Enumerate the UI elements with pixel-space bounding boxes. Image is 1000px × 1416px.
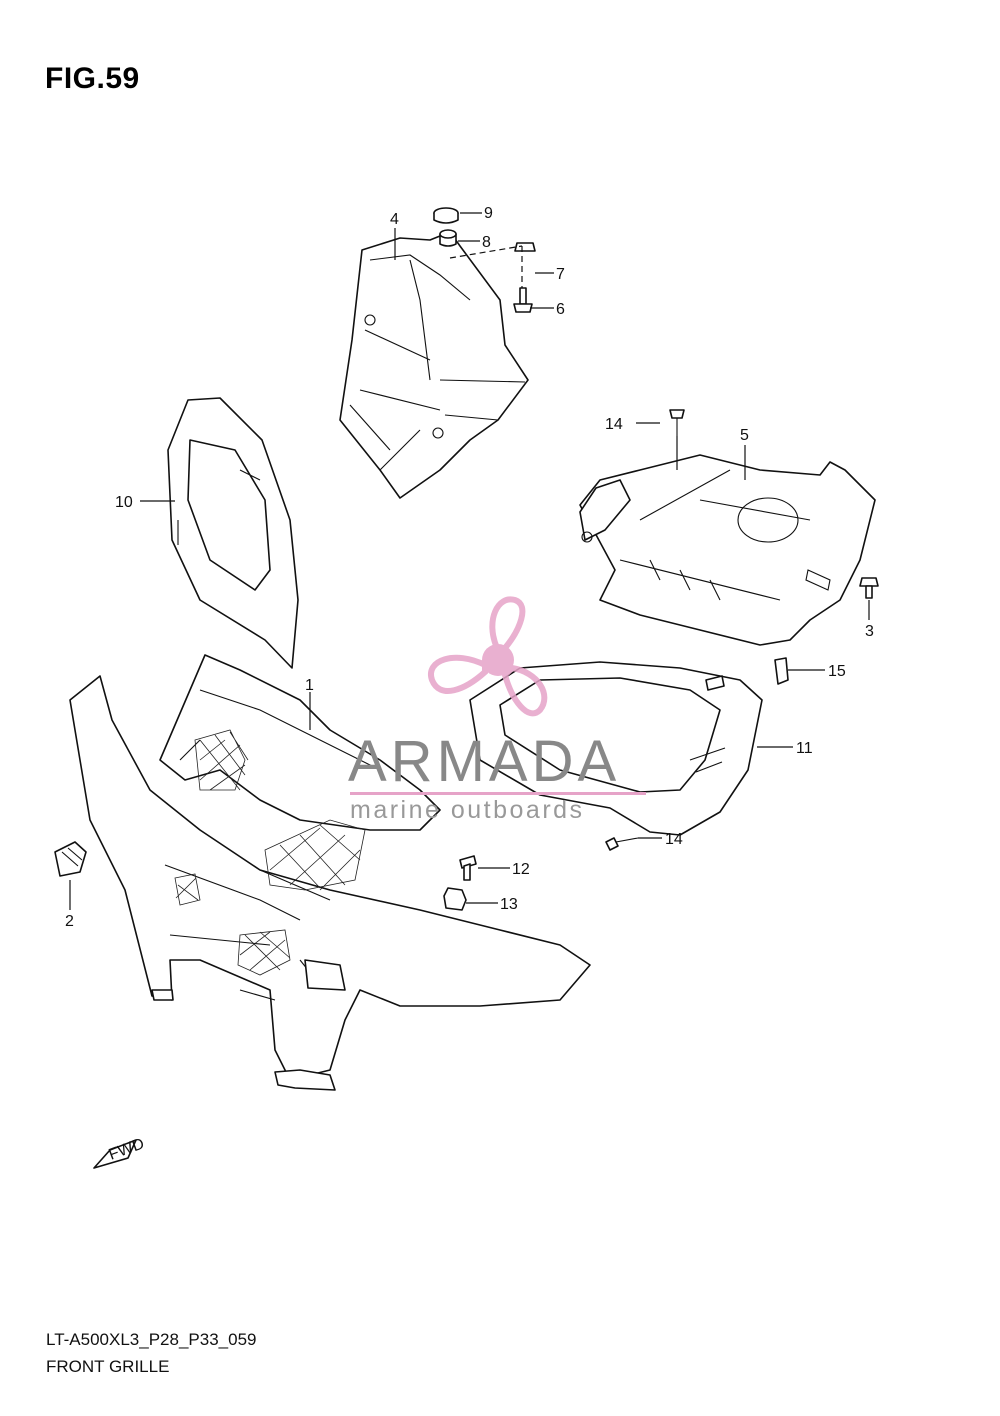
- callout-1: 1: [305, 677, 314, 694]
- part-7-nut[interactable]: [514, 242, 536, 252]
- part-4-headlight-housing[interactable]: [339, 231, 529, 499]
- part-5-bracket[interactable]: [579, 454, 876, 646]
- part-3-clip[interactable]: [859, 577, 879, 599]
- callout-5: 5: [740, 427, 749, 444]
- callout-2: 2: [65, 913, 74, 930]
- part-12-bolt[interactable]: [459, 855, 477, 881]
- part-14-screw-lower[interactable]: [605, 837, 639, 851]
- callout-12: 12: [512, 861, 530, 878]
- callout-15: 15: [828, 663, 846, 680]
- callout-10: 10: [115, 494, 133, 511]
- watermark-divider: [350, 792, 646, 795]
- callout-4: 4: [390, 211, 399, 228]
- part-1-front-grille[interactable]: [69, 654, 591, 1091]
- watermark-propeller-logo: [428, 596, 548, 717]
- diagram-code: LT-A500XL3_P28_P33_059: [46, 1330, 257, 1349]
- callout-11: 11: [796, 740, 813, 757]
- callout-14-upper: 14: [605, 416, 623, 433]
- callout-13: 13: [500, 896, 518, 913]
- diagram-name: FRONT GRILLE: [46, 1357, 170, 1376]
- part-13-grommet[interactable]: [443, 887, 467, 911]
- part-15-nut-clip[interactable]: [774, 657, 789, 685]
- leader-lines: [69, 212, 870, 910]
- part-14-screw-upper[interactable]: [669, 409, 685, 436]
- callout-6: 6: [556, 301, 565, 318]
- callout-8: 8: [482, 234, 491, 251]
- part-10-headlight-frame[interactable]: [167, 397, 299, 669]
- figure-title: FIG.59: [45, 62, 140, 95]
- part-2-emblem[interactable]: [54, 841, 87, 877]
- watermark-tagline: marine outboards: [350, 796, 585, 824]
- watermark-brand: ARMADA: [348, 729, 621, 794]
- fwd-arrow-icon: FWD: [93, 1135, 147, 1169]
- part-8-collar[interactable]: [439, 229, 457, 247]
- callout-9: 9: [484, 205, 493, 222]
- fwd-label: FWD: [107, 1135, 147, 1163]
- callout-14-lower: 14: [665, 831, 683, 848]
- callout-7: 7: [556, 266, 565, 283]
- part-9-grommet[interactable]: [433, 207, 459, 224]
- part-6-bolt[interactable]: [513, 287, 533, 313]
- callout-3: 3: [865, 623, 874, 640]
